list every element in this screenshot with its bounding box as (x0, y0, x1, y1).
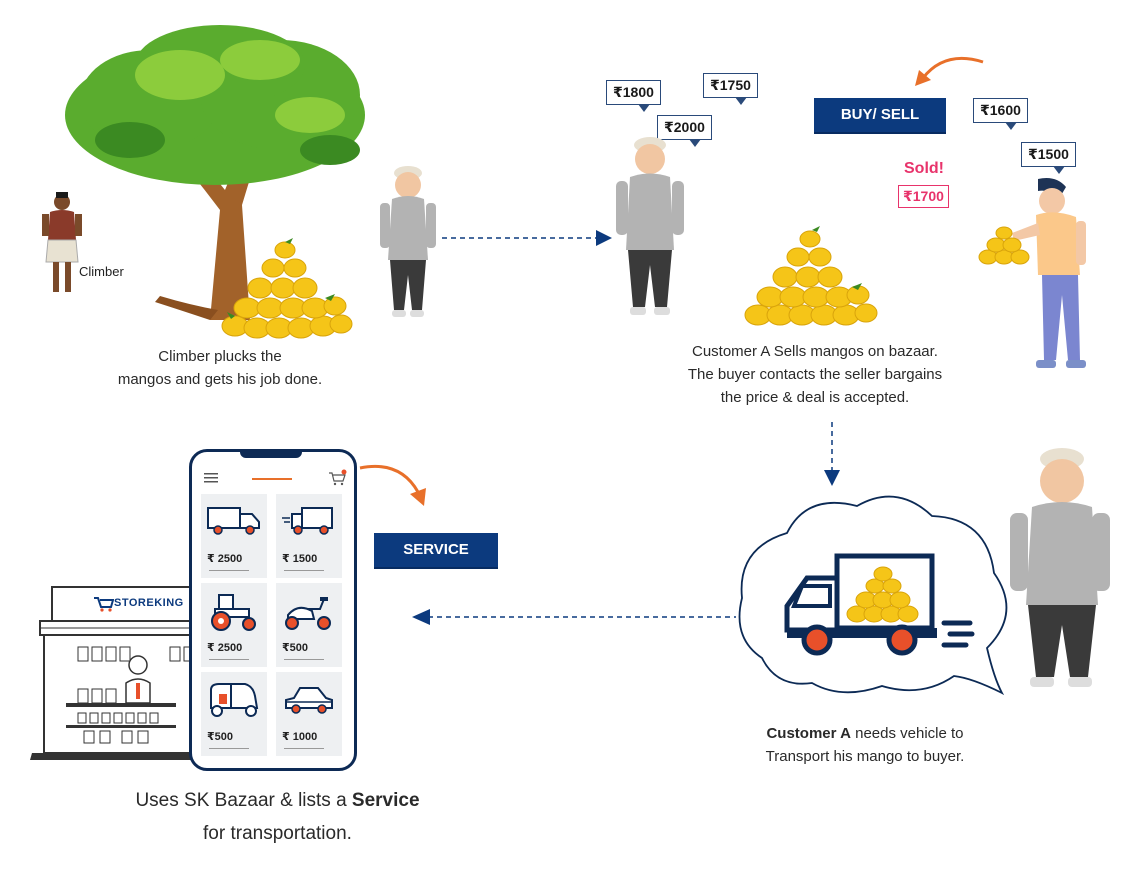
climber-label: Climber (79, 264, 124, 279)
scene2-caption-line3: the price & deal is accepted. (720, 389, 910, 406)
car-icon (285, 687, 333, 714)
tile-underline (209, 570, 249, 571)
customer-a-figure-left (380, 166, 436, 317)
customer-a-seller-figure (616, 137, 684, 315)
scene2-caption-line1: Customer A Sells mangos on bazaar. (692, 343, 938, 360)
storeking-logo-text: STOREKING (114, 597, 184, 609)
scene2-caption-line2: The buyer contacts the seller bargains (687, 366, 943, 383)
scene4-caption-bold: Service (351, 790, 420, 811)
climber-figure (42, 192, 82, 292)
flow-arrow-to-transport (824, 422, 840, 486)
scene3-caption-rest: needs vehicle to (850, 725, 964, 742)
scene3-caption-line1: Customer A needs vehicle to (720, 722, 1010, 745)
scene4-caption-line1: Uses SK Bazaar & lists a Service (60, 784, 495, 817)
delivery-truck-icon (784, 553, 975, 656)
bid-bubble: ₹1750 (703, 73, 758, 105)
orange-arrow-icon (359, 464, 426, 506)
sold-label: Sold! (904, 160, 944, 177)
tile-price: ₹500 (207, 731, 234, 743)
scene3-caption-line2: Transport his mango to buyer. (765, 748, 965, 765)
scene1-caption-line1: Climber plucks the (158, 348, 282, 365)
orange-arrow-icon (915, 56, 984, 86)
scene4-caption: Uses SK Bazaar & lists a Service for tra… (60, 784, 495, 850)
mango-tree-illustration (65, 25, 365, 320)
tile-price: ₹500 (282, 642, 309, 654)
tile-underline (284, 570, 324, 571)
bid-bubble: ₹1500 (1021, 142, 1076, 174)
sk-bazaar-phone: ₹ 2500 ₹ 1500 ₹ 2500 (189, 449, 357, 771)
box-truck-icon (207, 507, 260, 535)
sold-price-tag: ₹1700 (898, 185, 949, 208)
flow-arrow-to-bazaar (442, 230, 612, 246)
tractor-icon (211, 594, 256, 631)
tile-underline (284, 659, 324, 660)
service-tile[interactable]: ₹500 (276, 583, 342, 667)
scene4-caption-pre: Uses SK Bazaar & lists a (135, 790, 352, 811)
scene1-caption: Climber plucks the mangos and gets his j… (60, 345, 380, 391)
mango-pile-illustration (221, 238, 353, 339)
scene2-caption: Customer A Sells mangos on bazaar. The b… (640, 340, 990, 409)
scene4-caption-line2: for transportation. (203, 823, 352, 844)
scene3-caption-bold: Customer A (766, 725, 851, 742)
tile-price: ₹ 1500 (282, 553, 318, 565)
buy-sell-button[interactable]: BUY/ SELL (814, 98, 946, 132)
tile-underline (209, 748, 249, 749)
tile-underline (284, 748, 324, 749)
cart-icon[interactable] (328, 469, 348, 487)
flow-arrow-to-service (412, 609, 736, 625)
service-button[interactable]: SERVICE (374, 533, 498, 567)
tile-price: ₹ 1000 (282, 731, 318, 743)
service-tile[interactable]: ₹ 1000 (276, 672, 342, 756)
bid-bubble: ₹2000 (657, 115, 712, 147)
service-tile[interactable]: ₹ 2500 (201, 494, 267, 578)
storeking-logo-icon (94, 597, 114, 612)
tile-price: ₹ 2500 (207, 553, 243, 565)
scene1-caption-line2: mangos and gets his job done. (117, 371, 323, 388)
phone-notch (240, 452, 302, 458)
small-truck-icon (282, 507, 333, 535)
scene3-caption: Customer A needs vehicle to Transport hi… (720, 722, 1010, 768)
hamburger-menu-icon[interactable] (204, 472, 220, 484)
auto-rickshaw-icon (210, 683, 259, 717)
bid-bubble: ₹1800 (606, 80, 661, 112)
buyer-figure (978, 178, 1086, 368)
service-tile[interactable]: ₹500 (201, 672, 267, 756)
scooter-icon (285, 597, 331, 630)
tile-price: ₹ 2500 (207, 642, 243, 654)
mango-pile-bazaar (744, 226, 878, 326)
customer-a-figure-right (1010, 448, 1110, 687)
bid-bubble: ₹1600 (973, 98, 1028, 130)
tile-underline (209, 659, 249, 660)
service-tile[interactable]: ₹ 1500 (276, 494, 342, 578)
phone-header-underline (252, 478, 292, 480)
service-tile[interactable]: ₹ 2500 (201, 583, 267, 667)
